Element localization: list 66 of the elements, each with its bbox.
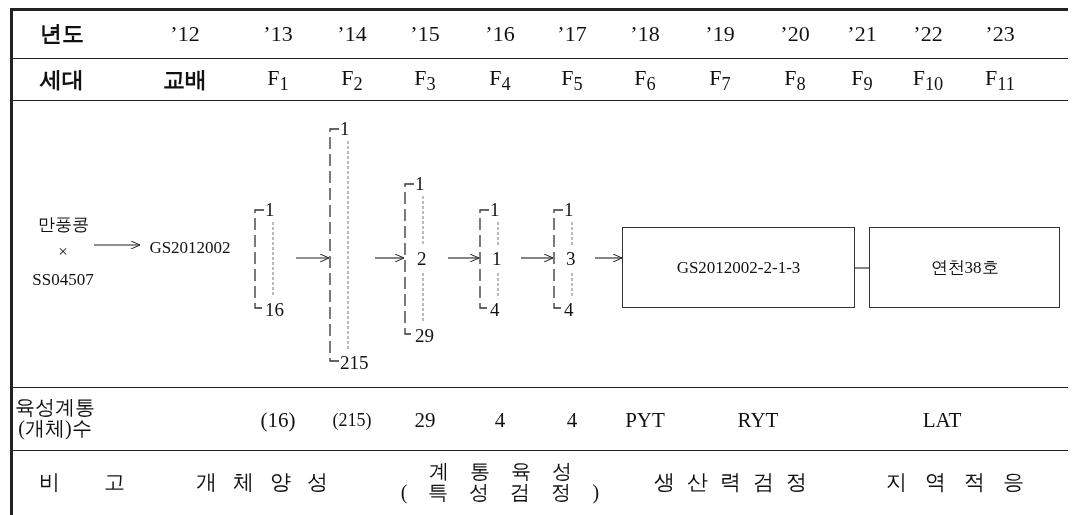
line-number: 1: [564, 200, 574, 219]
count-label: 29: [414, 408, 436, 431]
year-label: ’12: [170, 22, 200, 46]
note-text: 개체양성: [196, 470, 344, 493]
line-name: GS2012002: [149, 237, 231, 260]
generation-label: F$_{9}$: [851, 65, 873, 95]
count-label: 4: [494, 408, 506, 431]
arrow: [447, 253, 480, 263]
year-label: ’19: [705, 22, 735, 46]
year-label: ’15: [410, 22, 440, 46]
line-number: 1: [490, 200, 500, 219]
line-number: 2: [417, 249, 427, 268]
count-label: (16): [260, 408, 296, 431]
generation-label: F$_{4}$: [489, 65, 511, 95]
generation-label: F$_{10}$: [912, 65, 944, 95]
year-label: ’14: [337, 22, 367, 46]
generation-label: F$_{7}$: [709, 65, 731, 95]
column-header: 년도: [40, 22, 84, 46]
year-label: ’22: [913, 22, 943, 46]
trial-label: RYT: [737, 408, 779, 431]
line-number: 4: [564, 300, 574, 319]
line-number: 29: [415, 326, 434, 345]
generation-label: F$_{2}$: [341, 65, 363, 95]
year-label: ’13: [263, 22, 293, 46]
note-text: 생산력검정: [653, 470, 819, 493]
generation-label: F$_{5}$: [561, 65, 583, 95]
note-text: 지역적응: [886, 470, 1042, 493]
year-label: ’20: [780, 22, 810, 46]
variety-box: GS2012002-2-1-3: [622, 227, 855, 308]
arrow: [520, 253, 554, 263]
line-number: 215: [340, 353, 369, 372]
line-number: 16: [265, 300, 284, 319]
row-header: 육성계통(개체)수: [14, 397, 96, 439]
generation-label: F$_{1}$: [267, 65, 289, 95]
arrow: [93, 240, 141, 250]
line-number: 4: [490, 300, 500, 319]
count-label: (215): [332, 410, 372, 430]
arrow: [295, 253, 330, 263]
trial-label: LAT: [922, 408, 962, 431]
arrow: [594, 253, 623, 263]
parent-name: ×: [58, 241, 68, 264]
line-number: 1: [492, 249, 502, 268]
year-label: ’17: [557, 22, 587, 46]
connector-line: [854, 267, 870, 269]
generation-label: F$_{3}$: [414, 65, 436, 95]
generation-label: F$_{11}$: [985, 65, 1015, 95]
year-label: ’18: [630, 22, 660, 46]
year-label: ’21: [847, 22, 877, 46]
line-number: 1: [265, 200, 275, 219]
parent-name: 만풍콩: [37, 214, 89, 237]
line-number: 3: [566, 249, 576, 268]
line-number: 1: [340, 119, 350, 138]
generation-label: F$_{6}$: [634, 65, 656, 95]
variety-box: 연천38호: [869, 227, 1060, 308]
arrow: [374, 253, 405, 263]
generation-label: 교배: [163, 68, 207, 92]
trial-label: PYT: [625, 408, 665, 431]
year-label: ’23: [985, 22, 1015, 46]
parent-name: SS04507: [32, 268, 94, 291]
line-number: 1: [415, 174, 425, 193]
note-text: 계통육성(특성검정): [400, 461, 621, 503]
row-header: 비고: [39, 470, 169, 493]
row-header: 세대: [40, 68, 84, 92]
count-label: 4: [566, 408, 578, 431]
generation-label: F$_{8}$: [784, 65, 806, 95]
year-label: ’16: [485, 22, 515, 46]
